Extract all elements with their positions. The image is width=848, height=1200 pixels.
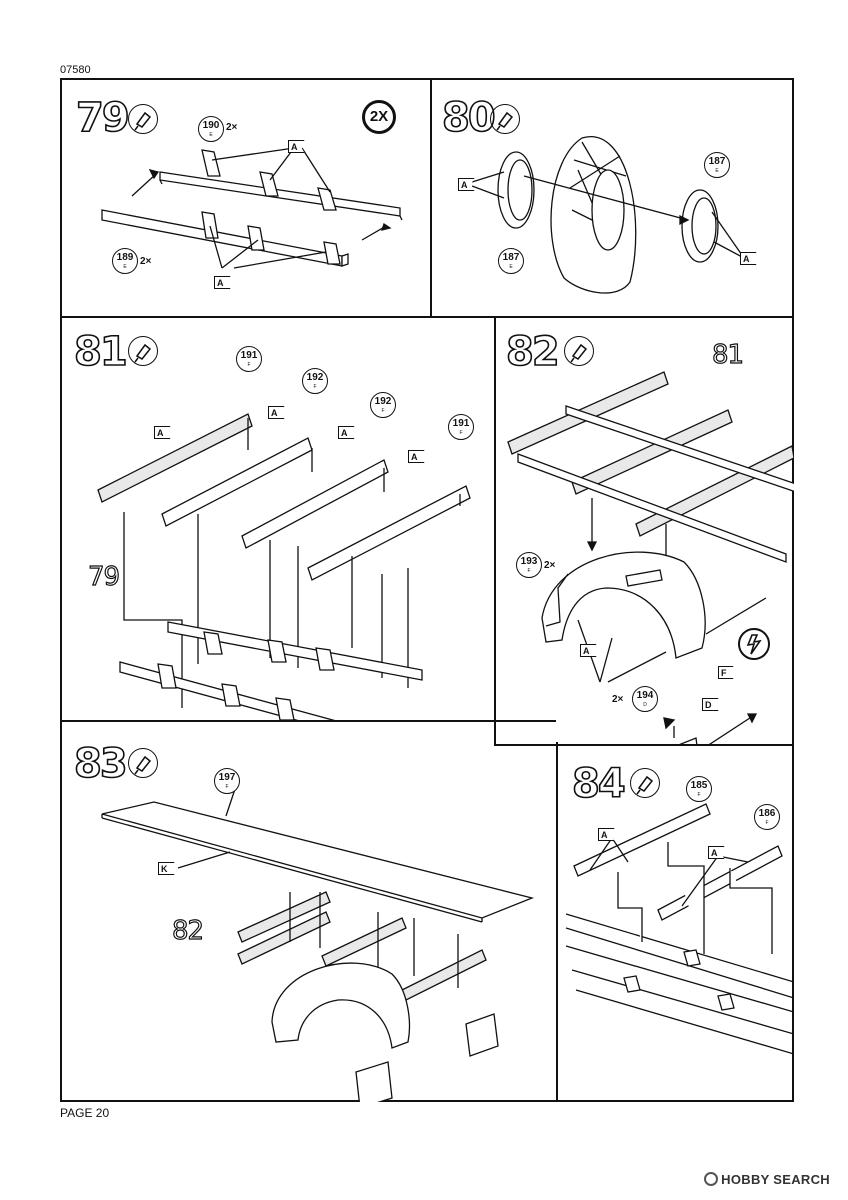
step-80-drawing [471,135,745,294]
step-84-drawing [565,803,794,1055]
reference-step-79: 79 [87,562,120,592]
glue-tube-icon [564,336,594,366]
kit-code: 07580 [60,64,91,76]
glue-point-label: A [598,828,615,841]
step-83-drawing [101,779,535,1102]
glue-tube-icon [128,336,158,366]
step-number: 84 [571,761,626,807]
lightning-warning-icon [738,628,770,660]
glue-tube-icon [630,768,660,798]
glue-tube-icon [128,748,158,778]
step-82-drawing [507,371,794,744]
repeat-2x-badge: 2X [362,100,396,134]
step-number: 80 [441,95,496,141]
reference-step-81: 81 [711,340,744,370]
step-number: 79 [75,95,130,141]
step-number: 82 [505,329,560,375]
step-81-drawing [97,413,471,722]
glue-tube-icon [128,104,158,134]
watermark: HOBBY SEARCH [704,1172,830,1187]
step-79-drawing [101,147,403,269]
part-189-qty: 2× [140,256,152,267]
page-number: PAGE 20 [60,1106,110,1120]
glue-point-label: A [408,450,425,463]
hobby-search-logo-icon [704,1172,719,1186]
glue-point-label: K [158,862,175,875]
reference-step-82: 82 [171,916,204,946]
glue-tube-icon [490,104,520,134]
step-number: 83 [73,741,128,787]
part-194-qty: 2× [612,694,624,705]
part-193-qty: 2× [544,560,556,571]
glue-point-label: A [214,276,231,289]
step-number: 81 [73,329,128,375]
glue-point-label: A [580,644,597,657]
part-190-qty: 2× [226,122,238,133]
